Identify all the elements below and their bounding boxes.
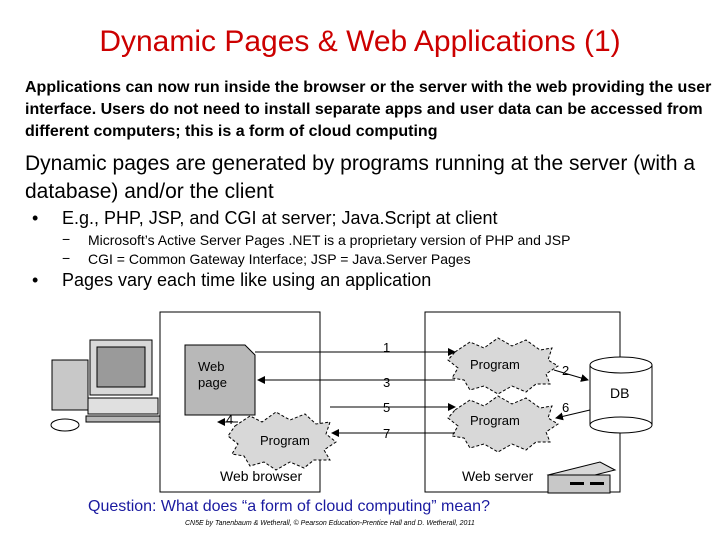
step-number: 6 (562, 400, 569, 415)
bullet-text: E.g., PHP, JSP, and CGI at server; Java.… (62, 208, 498, 228)
web-page-label: page (198, 375, 227, 390)
browser-label: Web browser (220, 468, 303, 484)
intro-paragraph: Applications can now run inside the brow… (25, 79, 712, 140)
database-icon (589, 356, 653, 434)
client-program-label: Program (260, 433, 310, 448)
arrow-step-2 (553, 369, 589, 382)
client-program-burst (227, 411, 337, 471)
server-hardware-icon (546, 461, 617, 494)
step-number: 1 (383, 340, 390, 355)
sub-bullet-marker: − (62, 250, 71, 266)
dynamic-pages-diagram: Web page Program Program Program DB 1 2 … (50, 311, 653, 494)
step-number: 3 (383, 375, 390, 390)
arrow-step-6 (555, 409, 591, 421)
bullet-marker: • (32, 208, 39, 228)
credit-text: CN5E by Tanenbaum & Wetherall, © Pearson… (185, 520, 475, 527)
step-number: 2 (562, 363, 569, 378)
slide-title: Dynamic Pages & Web Applications (1) (99, 25, 621, 58)
server-program-bottom-label: Program (470, 413, 520, 428)
web-page-label: Web (198, 359, 225, 374)
bullet-marker: • (32, 270, 39, 290)
sub-bullet-text: Microsoft’s Active Server Pages .NET is … (88, 232, 571, 248)
server-program-bottom-burst (447, 395, 559, 453)
step-number: 7 (383, 426, 390, 441)
sub-bullet-text: CGI = Common Gateway Interface; JSP = Ja… (88, 251, 471, 267)
web-page-shape (184, 344, 256, 416)
step-number: 4 (226, 412, 233, 427)
server-program-top-label: Program (470, 357, 520, 372)
question-text: Question: What does “a form of cloud com… (88, 498, 490, 515)
step-number: 5 (383, 400, 390, 415)
computer-icon (50, 339, 161, 432)
db-label: DB (610, 385, 629, 401)
server-program-top-burst (447, 337, 559, 395)
server-label: Web server (462, 468, 534, 484)
main-point: Dynamic pages are generated by programs … (25, 152, 696, 203)
bullet-text: Pages vary each time like using an appli… (62, 270, 432, 290)
sub-bullet-marker: − (62, 231, 71, 247)
